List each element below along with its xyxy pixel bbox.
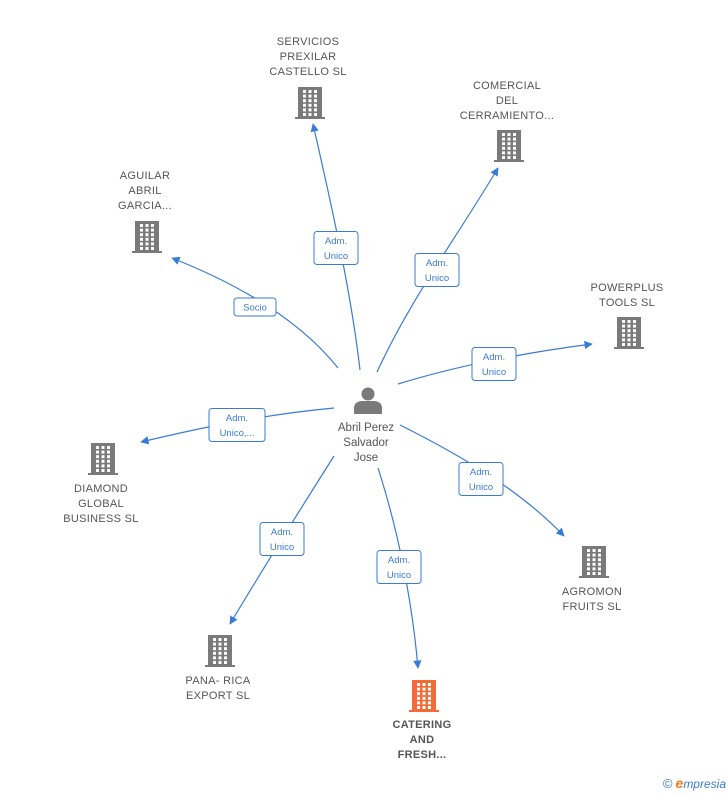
- edge-label-text: Adm.: [470, 467, 492, 478]
- edge-aguilar: Socio: [171, 256, 339, 369]
- edge-label-box: [259, 522, 305, 556]
- edge-label[interactable]: Adm. Unico: [414, 253, 460, 287]
- company-name-line: PANA- RICA: [185, 675, 251, 687]
- edge-label-box: [471, 347, 517, 381]
- edge-label-box: [233, 297, 277, 317]
- company-name-line: AND: [410, 734, 435, 746]
- edge-label-text: Unico: [469, 482, 493, 493]
- edge-label[interactable]: Adm. Unico,...: [208, 408, 266, 442]
- person-name-line: Salvador: [343, 437, 389, 449]
- edge-label-text: Adm.: [483, 352, 505, 363]
- company-name-line: SERVICIOS: [277, 36, 339, 48]
- company-node-diamond[interactable]: DIAMOND GLOBAL BUSINESS SL: [63, 443, 138, 525]
- company-name-line: TOOLS SL: [599, 297, 655, 309]
- company-name-line: PREXILAR: [280, 51, 337, 63]
- company-name-line: DIAMOND: [74, 483, 128, 495]
- building-icon: [409, 680, 439, 712]
- company-name-line: FRUITS SL: [563, 601, 622, 613]
- company-name-line: EXPORT SL: [186, 690, 250, 702]
- company-name-line: ABRIL: [128, 185, 161, 197]
- company-node-servicios[interactable]: SERVICIOS PREXILAR CASTELLO SL: [269, 36, 346, 119]
- company-name-line: POWERPLUS: [591, 282, 664, 294]
- edge-diamond: Adm. Unico,...: [140, 407, 335, 445]
- edge-label-text: Adm.: [325, 236, 347, 247]
- building-icon: [614, 317, 644, 349]
- company-node-catering[interactable]: CATERING AND FRESH...: [392, 680, 451, 761]
- company-node-powerplus[interactable]: POWERPLUS TOOLS SL: [591, 282, 664, 349]
- edge-label-text: Unico: [324, 251, 348, 262]
- edge-label-text: Adm.: [388, 555, 410, 566]
- edge-catering: Adm. Unico: [376, 467, 422, 669]
- company-name-line: DEL: [496, 95, 518, 107]
- person-name-line: Abril Perez: [338, 422, 394, 434]
- company-node-comercial[interactable]: COMERCIAL DEL CERRAMIENTO...: [460, 80, 554, 162]
- brand-name: mpresia: [683, 777, 726, 791]
- company-name-line: CATERING: [392, 719, 451, 731]
- company-node-agromon[interactable]: AGROMON FRUITS SL: [562, 546, 622, 613]
- edge-label-text: Adm.: [226, 413, 248, 424]
- edge-label-text: Unico: [270, 542, 294, 553]
- copyright-symbol: ©: [662, 776, 673, 791]
- edge-label-text: Adm.: [271, 527, 293, 538]
- edge-agromon: Adm. Unico: [399, 424, 565, 537]
- building-icon: [88, 443, 118, 475]
- edge-label[interactable]: Adm. Unico: [471, 347, 517, 381]
- company-name-line: GLOBAL: [78, 498, 124, 510]
- company-name-line: AGUILAR: [120, 170, 170, 182]
- company-name-line: FRESH...: [398, 749, 447, 761]
- edge-label-text: Adm.: [426, 258, 448, 269]
- edge-label[interactable]: Adm. Unico: [313, 231, 359, 265]
- building-icon: [579, 546, 609, 578]
- company-name-line: GARCIA...: [118, 200, 172, 212]
- person-name-line: Jose: [354, 452, 378, 464]
- building-icon: [205, 635, 235, 667]
- company-name-line: COMERCIAL: [473, 80, 541, 92]
- edge-label-box: [208, 408, 266, 442]
- edge-label-text: Unico: [425, 273, 449, 284]
- building-icon: [295, 87, 325, 119]
- edge-label-text: Unico,...: [220, 428, 255, 439]
- edge-label-box: [313, 231, 359, 265]
- edge-label[interactable]: Adm. Unico: [259, 522, 305, 556]
- company-name-line: BUSINESS SL: [63, 513, 138, 525]
- edge-comercial: Adm. Unico: [376, 167, 499, 373]
- edge-label[interactable]: Adm. Unico: [458, 462, 504, 496]
- edge-label[interactable]: Adm. Unico: [376, 550, 422, 584]
- edge-label-box: [458, 462, 504, 496]
- edge-servicios: Adm. Unico: [310, 123, 361, 371]
- building-icon: [132, 221, 162, 253]
- edge-panarica: Adm. Unico: [229, 455, 335, 625]
- edge-label[interactable]: Socio: [233, 297, 277, 317]
- company-name-line: AGROMON: [562, 586, 622, 598]
- building-icon: [494, 130, 524, 162]
- company-name-line: CERRAMIENTO...: [460, 110, 554, 122]
- edge-label-text: Unico: [482, 367, 506, 378]
- company-node-panarica[interactable]: PANA- RICA EXPORT SL: [185, 635, 251, 702]
- person-icon: [354, 387, 382, 414]
- edge-powerplus: Adm. Unico: [397, 340, 593, 385]
- nodes-layer: SERVICIOS PREXILAR CASTELLO SL COMERCIAL DEL…: [63, 36, 663, 761]
- edge-label-box: [376, 550, 422, 584]
- edge-label-text: Socio: [243, 303, 267, 314]
- edge-label-text: Unico: [387, 570, 411, 581]
- edge-label-box: [414, 253, 460, 287]
- edges-layer: Adm.UnicoAdm.UnicoSocioAdm.UnicoAdm.Unic…: [140, 123, 593, 669]
- brand-watermark: ©empresia: [663, 775, 726, 791]
- brand-e: e: [675, 775, 684, 791]
- company-name-line: CASTELLO SL: [269, 66, 346, 78]
- company-node-aguilar[interactable]: AGUILAR ABRIL GARCIA...: [118, 170, 172, 253]
